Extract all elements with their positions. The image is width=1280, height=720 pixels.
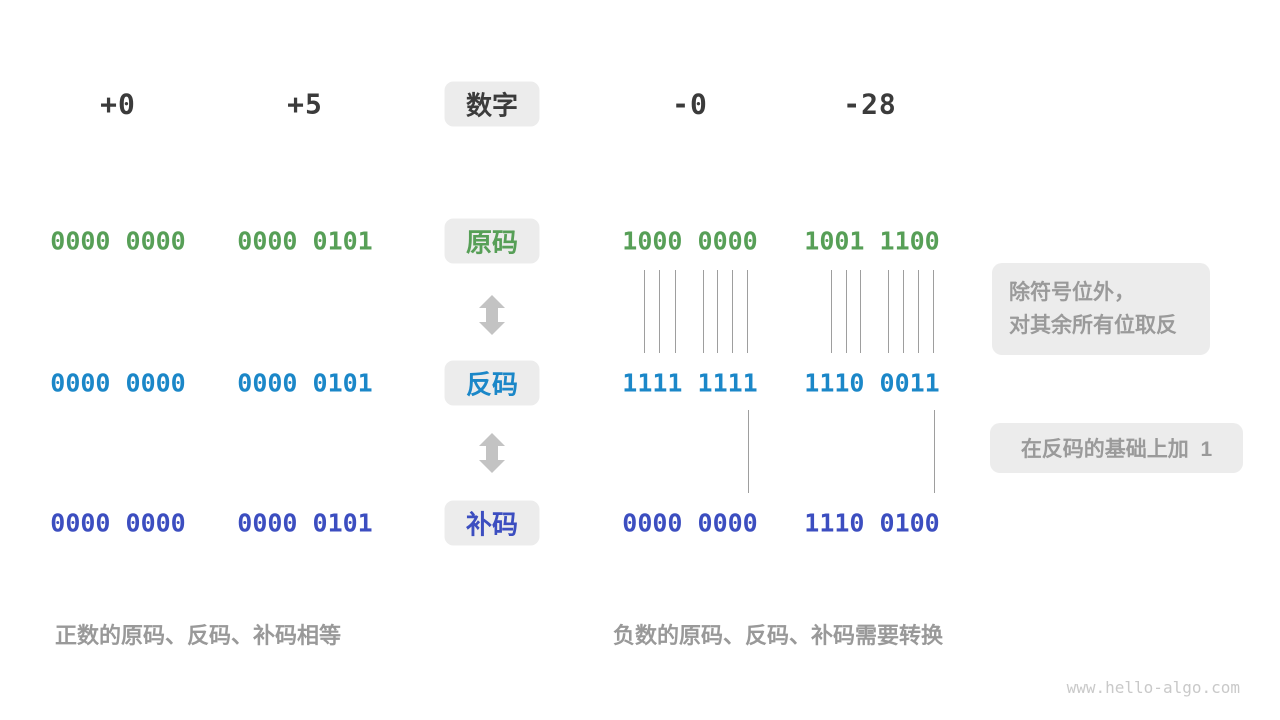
number-label-pos-zero: +0 bbox=[100, 87, 136, 121]
ones-complement-value: 1110 0011 bbox=[804, 368, 940, 398]
number-label-neg-28: -28 bbox=[843, 87, 897, 121]
bit-connector-line bbox=[703, 270, 704, 353]
note-line: 除符号位外， bbox=[1009, 281, 1135, 304]
double-arrow-icon bbox=[479, 295, 505, 335]
row-label-sign-magnitude: 原码 bbox=[444, 218, 540, 264]
header-label-number: 数字 bbox=[444, 81, 540, 127]
note-invert-bits: 除符号位外， 对其余所有位取反 bbox=[992, 263, 1210, 355]
bit-connector-line bbox=[747, 270, 748, 353]
sign-magnitude-value: 1001 1100 bbox=[804, 226, 940, 256]
bit-connector-line bbox=[860, 270, 861, 353]
bit-connector-line bbox=[732, 270, 733, 353]
note-line: 在反码的基础上加 1 bbox=[1020, 438, 1213, 461]
bit-connector-line bbox=[675, 270, 676, 353]
note-add-one: 在反码的基础上加 1 bbox=[990, 423, 1243, 473]
bit-connector-line bbox=[644, 270, 645, 353]
double-arrow-icon bbox=[479, 433, 505, 473]
bit-connector-line bbox=[934, 410, 935, 493]
bit-connector-line bbox=[846, 270, 847, 353]
note-line: 对其余所有位取反 bbox=[1009, 314, 1177, 337]
number-label-neg-zero: -0 bbox=[672, 87, 708, 121]
twos-complement-value: 0000 0000 bbox=[622, 508, 758, 538]
caption-positive-numbers: 正数的原码、反码、补码相等 bbox=[55, 623, 342, 648]
bit-connector-line bbox=[933, 270, 934, 353]
ones-complement-value: 0000 0101 bbox=[237, 368, 373, 398]
sign-magnitude-value: 0000 0101 bbox=[237, 226, 373, 256]
ones-complement-value: 1111 1111 bbox=[622, 368, 758, 398]
ones-complement-value: 0000 0000 bbox=[50, 368, 186, 398]
twos-complement-value: 0000 0000 bbox=[50, 508, 186, 538]
twos-complement-value: 1110 0100 bbox=[804, 508, 940, 538]
caption-negative-numbers: 负数的原码、反码、补码需要转换 bbox=[613, 623, 944, 648]
watermark-url: www.hello-algo.com bbox=[1066, 678, 1240, 697]
number-label-pos-five: +5 bbox=[287, 87, 323, 121]
twos-complement-value: 0000 0101 bbox=[237, 508, 373, 538]
sign-magnitude-value: 1000 0000 bbox=[622, 226, 758, 256]
row-label-twos-complement: 补码 bbox=[444, 500, 540, 546]
bit-connector-line bbox=[717, 270, 718, 353]
sign-magnitude-value: 0000 0000 bbox=[50, 226, 186, 256]
row-label-ones-complement: 反码 bbox=[444, 360, 540, 406]
bit-connector-line bbox=[748, 410, 749, 493]
bit-connector-line bbox=[888, 270, 889, 353]
bit-connector-line bbox=[918, 270, 919, 353]
bit-connector-line bbox=[659, 270, 660, 353]
bit-connector-line bbox=[831, 270, 832, 353]
bit-connector-line bbox=[903, 270, 904, 353]
